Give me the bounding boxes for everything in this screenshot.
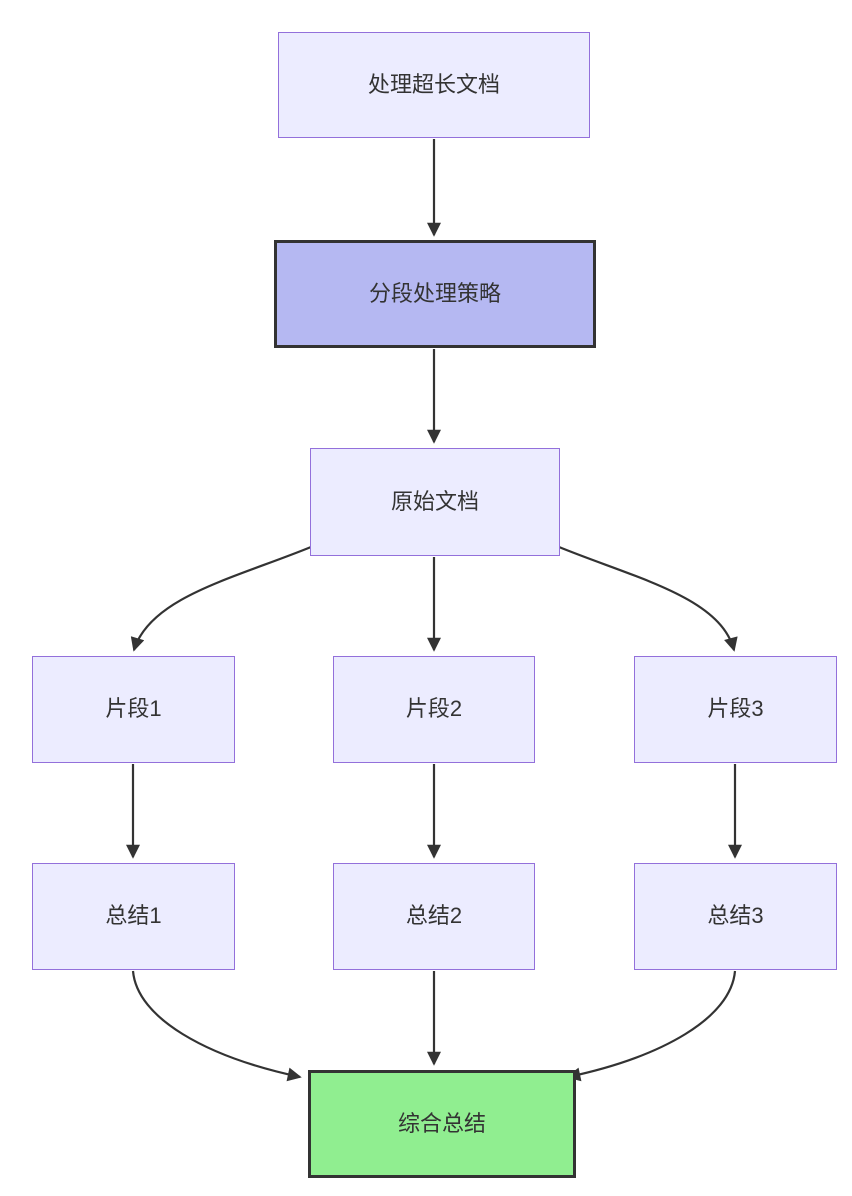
node-label: 处理超长文档 (367, 71, 500, 97)
node-process-long-document: 处理超长文档 (278, 32, 590, 138)
node-original-document: 原始文档 (310, 448, 560, 556)
node-summary-3: 总结3 (634, 863, 837, 970)
edge-doc-chunk1 (130, 545, 312, 652)
node-summary-1: 总结1 (32, 863, 235, 970)
edge-summary1-final (131, 970, 302, 1082)
node-label: 片段2 (405, 696, 463, 722)
node-combined-summary: 综合总结 (308, 1070, 576, 1178)
node-label: 原始文档 (390, 488, 479, 514)
node-label: 总结2 (405, 903, 463, 929)
node-label: 分段处理策略 (368, 280, 501, 306)
node-chunk-3: 片段3 (634, 656, 837, 763)
node-label: 综合总结 (397, 1110, 486, 1136)
node-label: 片段1 (105, 696, 162, 722)
edge-doc-chunk3 (558, 545, 738, 652)
node-label: 总结1 (105, 903, 162, 929)
node-label: 片段3 (707, 696, 764, 722)
edge-summary3-final (566, 970, 737, 1082)
node-segment-strategy: 分段处理策略 (274, 240, 596, 348)
node-label: 总结3 (707, 903, 764, 929)
node-summary-2: 总结2 (333, 863, 535, 970)
node-chunk-1: 片段1 (32, 656, 235, 763)
node-chunk-2: 片段2 (333, 656, 535, 763)
